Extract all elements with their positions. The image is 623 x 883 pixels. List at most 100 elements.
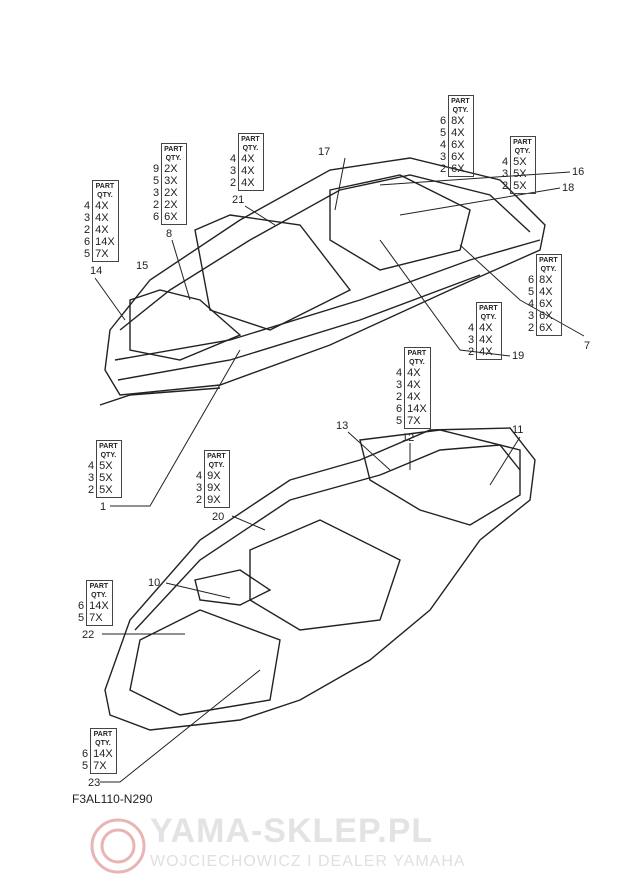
part-number: 6: [153, 211, 160, 223]
part-qty: 4X: [95, 200, 109, 212]
callout-1: 1: [100, 501, 107, 513]
table-header: PART: [451, 98, 470, 105]
part-number: 2: [88, 484, 95, 496]
part-qty: 6X: [164, 211, 178, 223]
table-header: QTY.: [95, 740, 111, 747]
part-number: 2: [196, 494, 203, 506]
part-qty: 5X: [99, 460, 113, 472]
part-number: 3: [468, 334, 475, 346]
part-qty: 4X: [407, 367, 421, 379]
part-number: 4: [502, 156, 509, 168]
part-number: 3: [153, 187, 160, 199]
part-qty: 4X: [479, 322, 493, 334]
part-number: 4: [440, 139, 447, 151]
part-qty: 5X: [99, 472, 113, 484]
table-header: PART: [89, 583, 109, 590]
table-header: QTY.: [208, 462, 225, 469]
part-number: 2: [230, 177, 237, 189]
part-number: 3: [396, 379, 403, 391]
callout-23: 23: [88, 777, 101, 789]
part-qty: 6X: [539, 322, 553, 334]
part-number: 2: [502, 180, 509, 192]
part-number: 6: [440, 115, 447, 127]
part-qty: 14X: [407, 403, 427, 415]
leader-lines: [94, 157, 585, 783]
part-qty: 5X: [513, 156, 527, 168]
part-qty: 7X: [95, 248, 109, 260]
part-number: 2: [440, 163, 447, 175]
table-header: PART: [95, 183, 115, 190]
part-qty: 4X: [95, 224, 109, 236]
callout-19: 19: [512, 350, 525, 362]
upper-boat: [99, 157, 546, 406]
callout-22: 22: [82, 629, 95, 641]
part-qty: 14X: [89, 600, 109, 612]
watermark-emblem: [90, 818, 146, 874]
part-qty: 3X: [164, 175, 178, 187]
table-header: PART: [513, 139, 532, 146]
callout-21: 21: [232, 194, 245, 206]
table-header: QTY.: [480, 314, 497, 321]
part-number: 3: [84, 212, 91, 224]
watermark-logo: YAMA-SKLEP.PL: [150, 812, 434, 850]
part-number: 3: [440, 151, 447, 163]
callout-16: 16: [572, 166, 585, 178]
callout-18: 18: [562, 182, 575, 194]
table-header: QTY.: [540, 266, 557, 273]
callout-10: 10: [148, 577, 161, 589]
part-number: 5: [440, 127, 447, 139]
part-number: 4: [528, 298, 535, 310]
callout-20: 20: [212, 511, 225, 523]
part-number: 5: [153, 175, 160, 187]
part-number: 2: [153, 199, 160, 211]
part-number: 4: [84, 200, 91, 212]
table-header: PART: [93, 731, 113, 738]
part-qty: 7X: [89, 612, 103, 624]
part-qty: 6X: [539, 310, 553, 322]
callout-17: 17: [318, 146, 331, 158]
part-qty: 7X: [407, 415, 421, 427]
part-qty: 5X: [513, 180, 527, 192]
part-qty: 4X: [479, 334, 493, 346]
part-number: 6: [84, 236, 91, 248]
table-header: QTY.: [409, 359, 425, 366]
table-header: QTY.: [514, 148, 531, 155]
part-qty: 14X: [95, 236, 115, 248]
part-number: 3: [528, 310, 535, 322]
table-header: QTY.: [91, 592, 107, 599]
table-header: PART: [407, 350, 427, 357]
part-qty: 4X: [95, 212, 109, 224]
part-number: 4: [196, 470, 203, 482]
part-qty: 2X: [164, 163, 178, 175]
table-header: QTY.: [452, 107, 469, 114]
part-number: 6: [82, 748, 89, 760]
part-qty: 4X: [241, 165, 255, 177]
diagram-code: F3AL110-N290: [72, 792, 153, 806]
table-header: QTY.: [165, 155, 182, 162]
table-header: PART: [164, 146, 183, 153]
table-header: PART: [539, 257, 558, 264]
part-number: 2: [528, 322, 535, 334]
part-number: 5: [78, 612, 85, 624]
callout-14: 14: [90, 265, 103, 277]
table-header: PART: [479, 305, 498, 312]
part-number: 5: [528, 286, 535, 298]
part-qty: 4X: [407, 391, 421, 403]
part-number: 2: [396, 391, 403, 403]
part-number: 4: [468, 322, 475, 334]
lower-boat: [104, 427, 536, 731]
part-qty: 7X: [93, 760, 107, 772]
part-qty: 4X: [241, 153, 255, 165]
table-header: PART: [241, 136, 260, 143]
table-header: PART: [99, 443, 118, 450]
